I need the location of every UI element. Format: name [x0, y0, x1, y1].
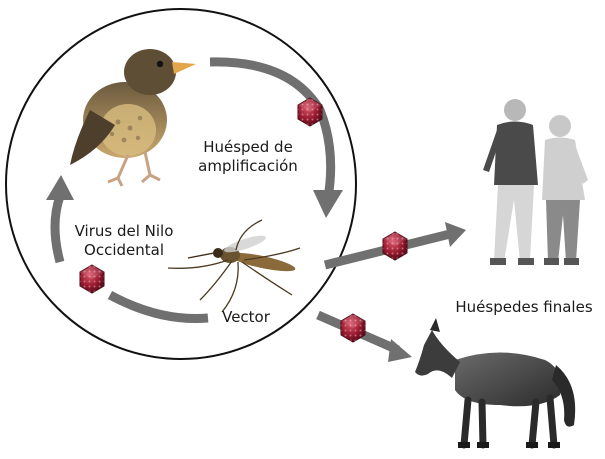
virus-particle-icon	[383, 232, 407, 260]
amplifying-host-label-line2: amplificación	[198, 157, 298, 175]
cycle-arrow-virus-to-bird	[46, 175, 74, 262]
bird-chick-illustration	[70, 49, 196, 186]
dead-end-hosts-label: Huéspedes finales	[455, 298, 592, 316]
virus-label-line1: Virus del Nilo	[75, 222, 174, 240]
mosquito-illustration	[168, 220, 300, 312]
horse-illustration	[415, 318, 575, 448]
virus-label-line2: Occidental	[84, 241, 164, 259]
amplifying-host-label-line1: Huésped de	[203, 138, 293, 156]
cycle-arrow-vector-to-virus	[110, 295, 208, 319]
vector-label: Vector	[222, 308, 271, 326]
virus-particle-icon	[80, 265, 104, 293]
elderly-couple-illustration	[483, 99, 588, 265]
